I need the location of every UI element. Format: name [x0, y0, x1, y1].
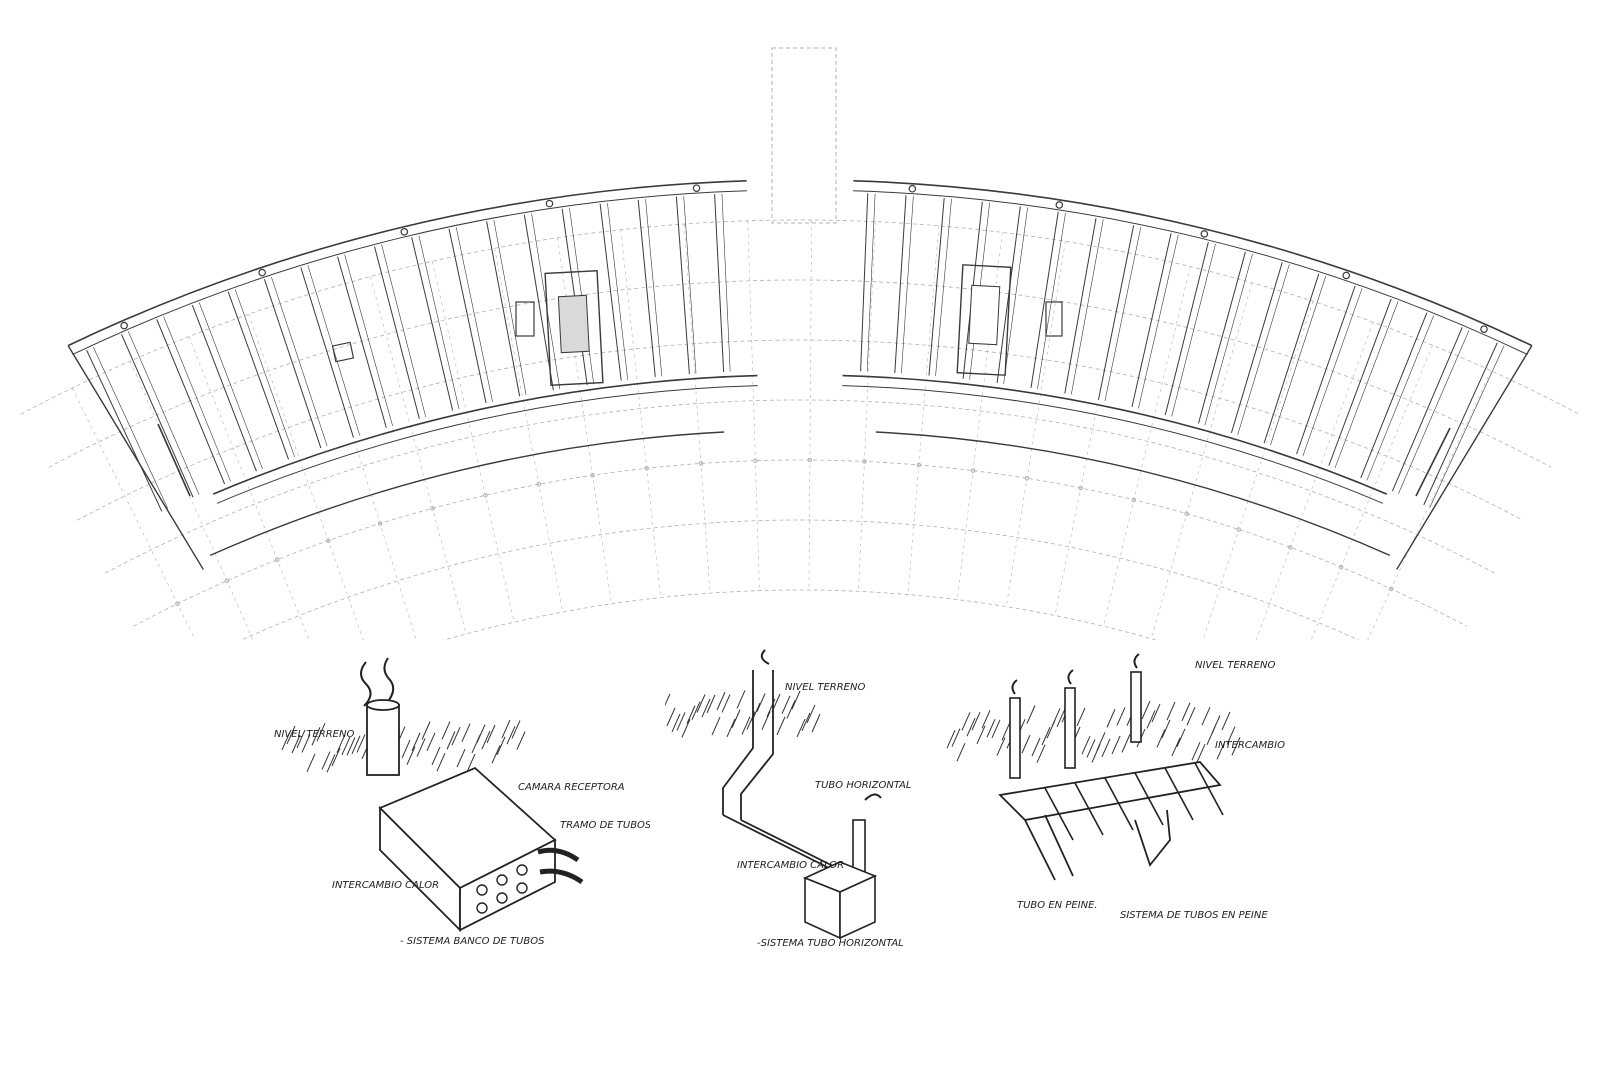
vertical-intakes: [1010, 672, 1141, 778]
label-exchange: INTERCAMBIO CALOR: [1215, 740, 1285, 751]
smoke-swirl: [865, 794, 881, 800]
caption-comb-tube: SISTEMA DE TUBOS EN PEINE: [1120, 910, 1268, 921]
label-ground: NIVEL TERRENO: [785, 682, 865, 693]
sketch-comb-tube: NIVEL TERRENO INTERCAMBIO CALOR TUBO EN …: [945, 640, 1285, 970]
label-exchange: INTERCAMBIO CALOR: [737, 860, 844, 871]
label-comb-pipe: TUBO EN PEINE.: [1017, 900, 1098, 911]
label-tube: TUBO HORIZONTAL: [815, 780, 911, 791]
ground-hatching: [282, 720, 525, 772]
caption-horizontal-tube: -SISTEMA TUBO HORIZONTAL: [757, 938, 904, 949]
smoke-swirl: [762, 650, 769, 664]
dashed-grid: [21, 220, 1580, 640]
sketch-tube-bank: NIVEL TERRENO CAMARA RECEPTORA TRAMO DE …: [270, 640, 650, 970]
curved-floor-plan: [0, 0, 1600, 640]
sketch-horizontal-tube: NIVEL TERRENO TUBO HORIZONTAL INTERCAMBI…: [665, 640, 935, 970]
outlet-pipe: [1135, 810, 1170, 865]
comb-manifold-long: [1025, 815, 1073, 880]
caption-tube-bank: - SISTEMA BANCO DE TUBOS: [400, 936, 545, 947]
ground-hatching: [947, 701, 1240, 763]
chimney-intake: [367, 705, 399, 775]
chimney-opening: [367, 700, 399, 710]
label-ground: NIVEL TERRENO: [1195, 660, 1275, 671]
label-exchange: INTERCAMBIO CALOR: [332, 880, 439, 891]
label-tubes: TRAMO DE TUBOS: [560, 820, 650, 831]
plan-details: [68, 265, 1532, 570]
label-ground: NIVEL TERRENO: [274, 729, 354, 740]
left-wing: [68, 181, 758, 512]
right-wing: [842, 181, 1532, 508]
comb-teeth: [1045, 763, 1223, 840]
vertical-intake: [723, 670, 773, 820]
center-corridor-outline: [772, 48, 836, 223]
comb-manifold-frame: [1000, 762, 1220, 820]
label-chamber: CAMARA RECEPTORA: [518, 782, 625, 793]
smoke-swirl: [384, 658, 393, 704]
smoke-swirl: [361, 662, 371, 706]
ground-hatching: [665, 690, 820, 737]
